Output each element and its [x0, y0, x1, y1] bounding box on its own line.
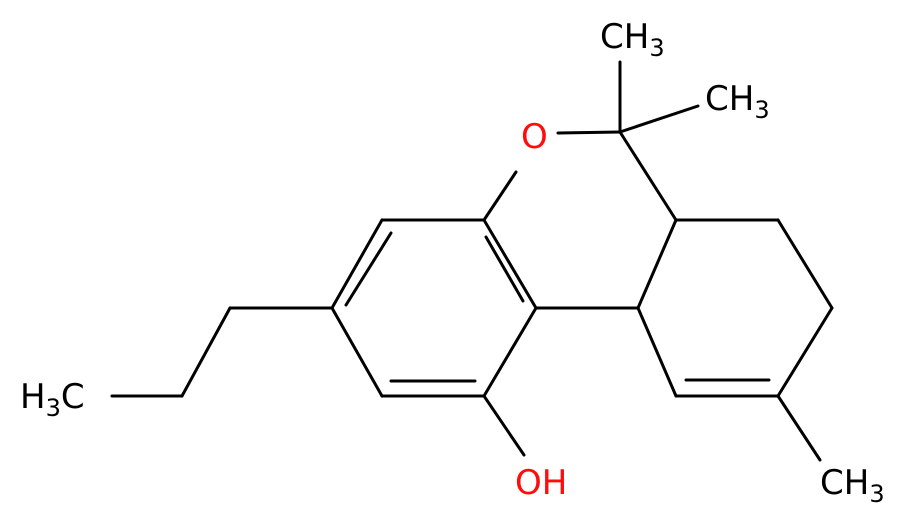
bond-ar3-ar4	[482, 306, 538, 398]
bond-cq-c6a	[618, 130, 678, 222]
bonds	[110, 60, 834, 462]
bond-o-cq	[556, 130, 622, 135]
bond-ar2-ar3	[482, 218, 538, 310]
bond-ar2-ar3-inner	[484, 235, 525, 303]
hydroxyl-oxygen-label: OH	[515, 463, 567, 503]
atom-labels: O OH CH3 CH3 CH3 H3C	[20, 17, 885, 508]
bond-c9-me	[776, 394, 822, 462]
bond-cq-me2	[618, 104, 700, 134]
bond-c7-c8	[776, 218, 834, 310]
methyl-top-1-label: CH3	[600, 17, 665, 62]
propyl-terminal-label: H3C	[20, 377, 85, 422]
methyl-bottom-right-label: CH3	[820, 463, 885, 508]
bond-ar4-oh	[482, 394, 526, 457]
bond-ar6-ar1-inner	[344, 231, 393, 307]
ring-oxygen-label: O	[521, 117, 548, 157]
methyl-top-2-label: CH3	[705, 79, 770, 124]
bond-ar5-ar6	[330, 306, 384, 398]
bond-ar6-ar1	[330, 218, 384, 310]
bond-ar2-o	[482, 170, 518, 222]
bond-p1-p2	[180, 306, 232, 398]
bond-c8-c9	[776, 306, 834, 398]
bond-c6a-c10a	[636, 218, 678, 310]
bond-c10-c10a	[636, 306, 678, 398]
